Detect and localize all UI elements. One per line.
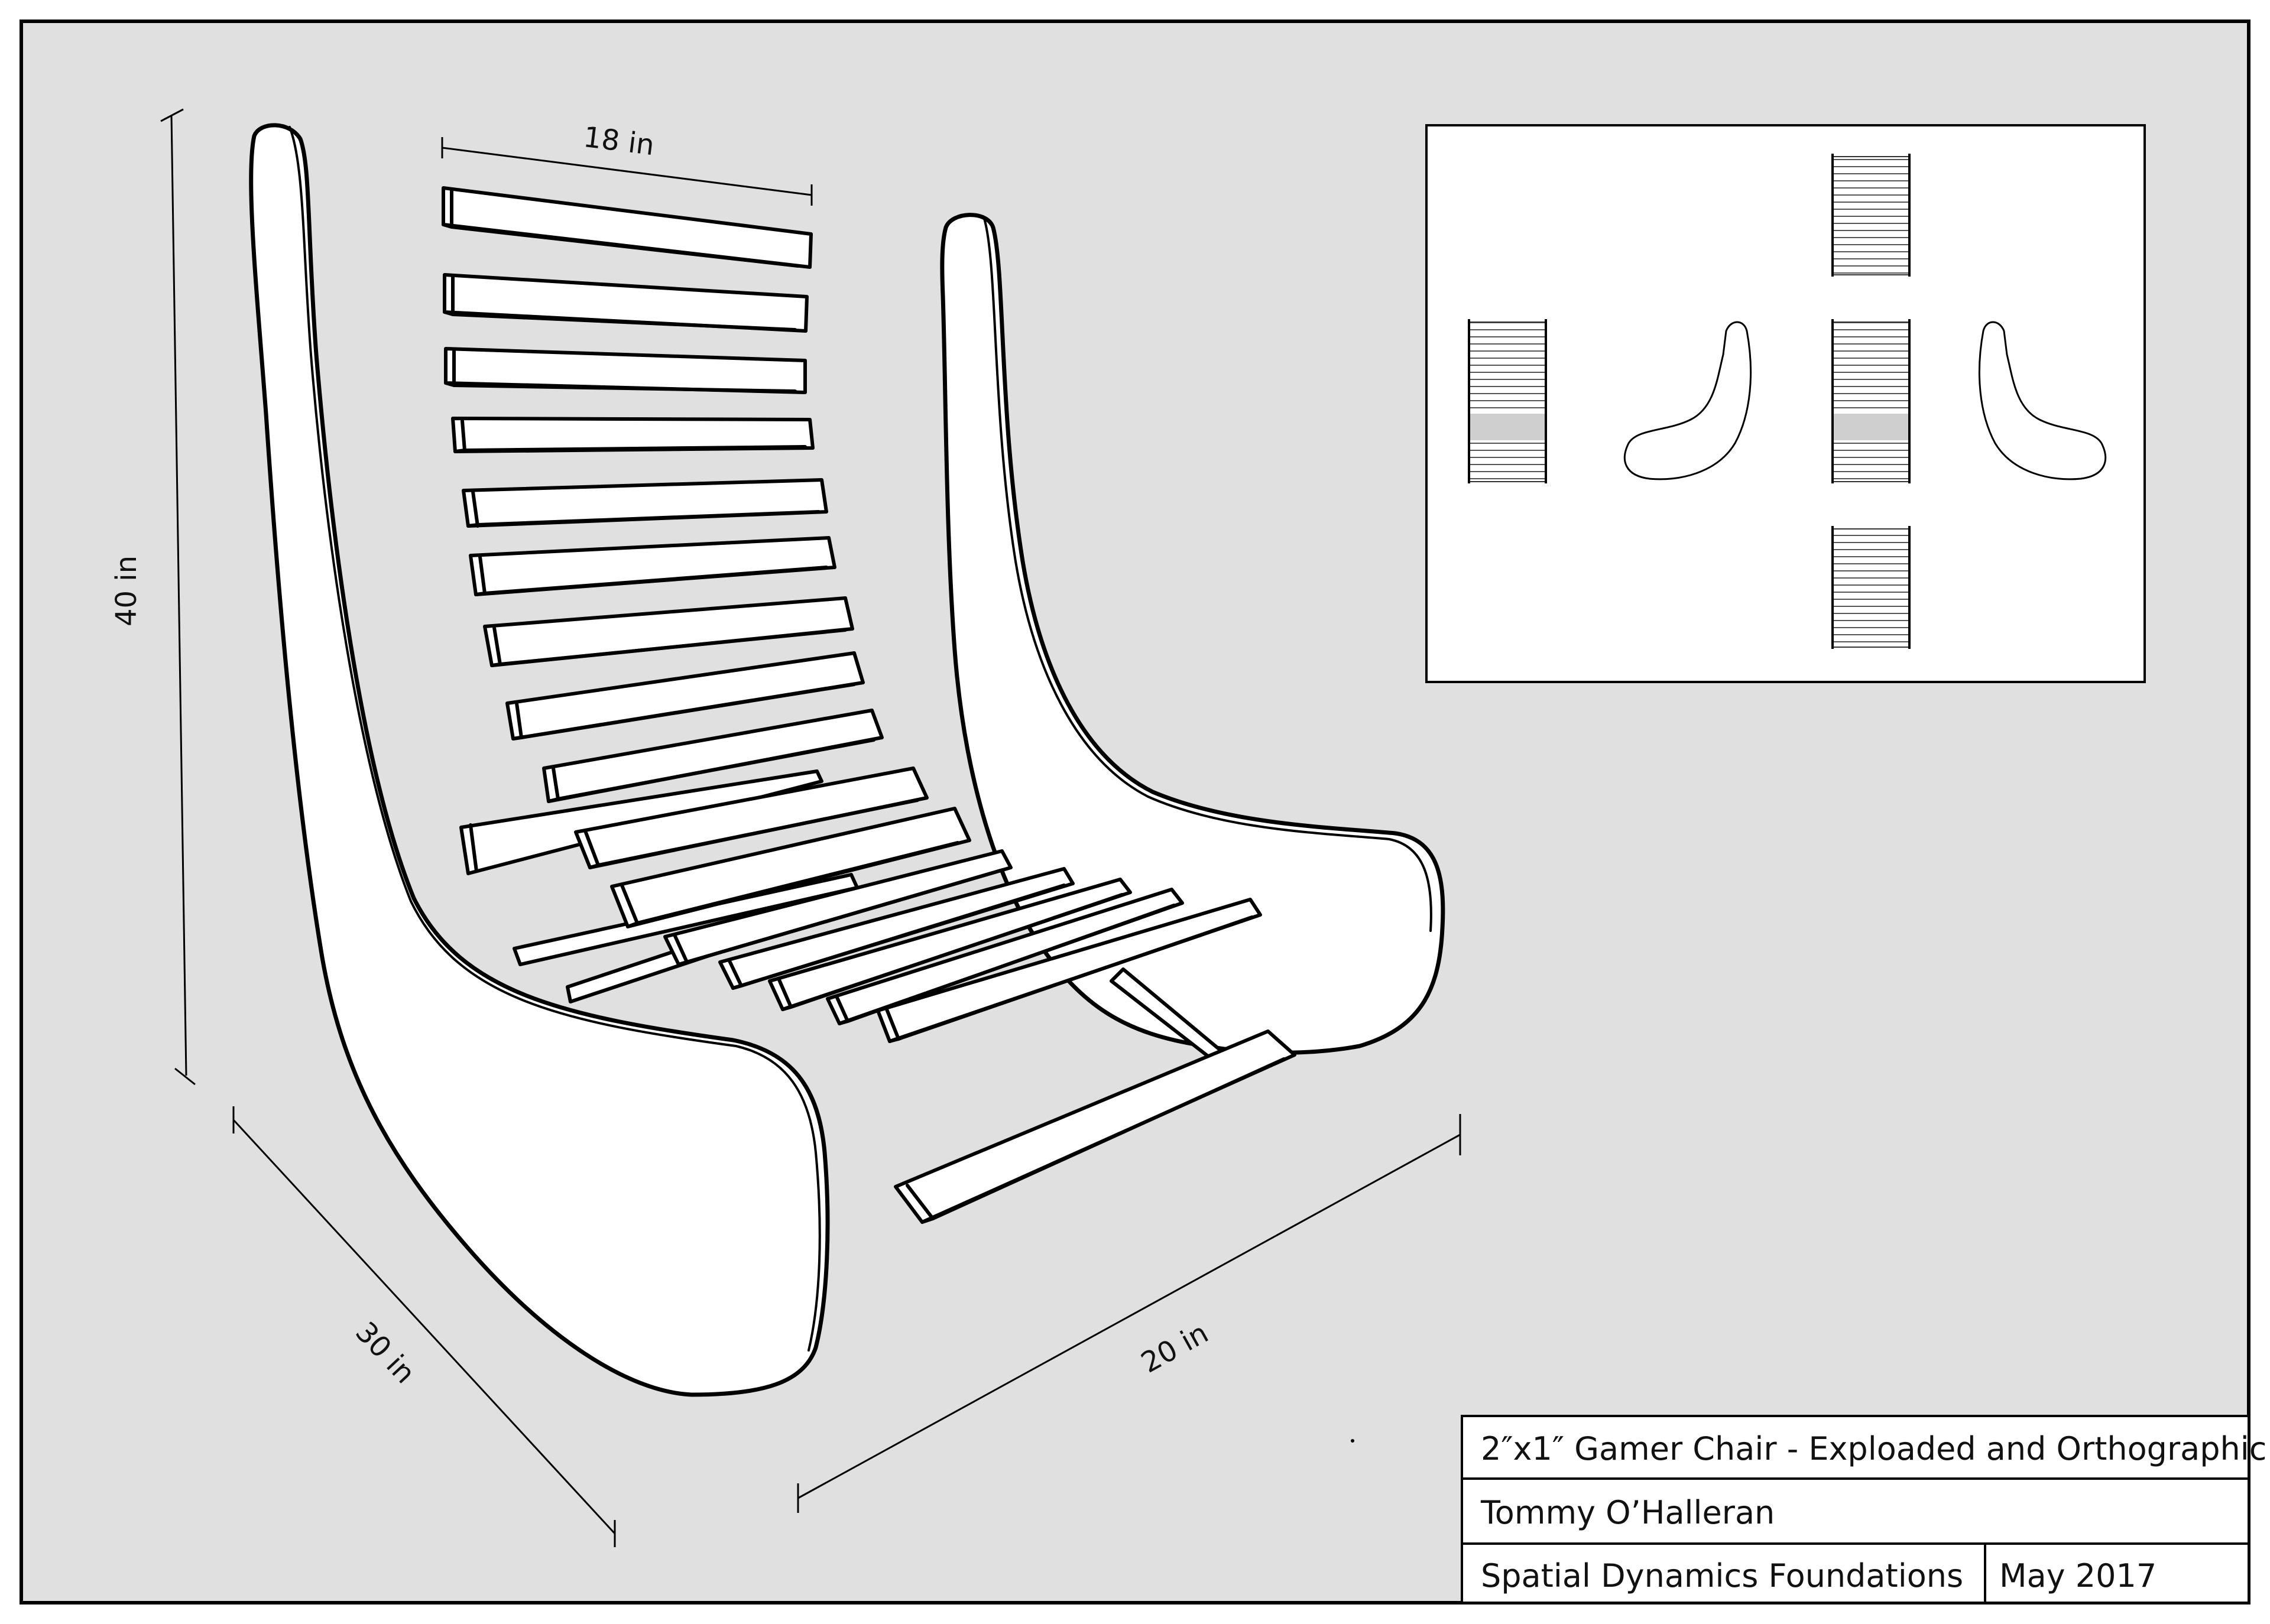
dimension-height: 40 in [110, 108, 196, 1086]
title-block-author: Tommy O’Halleran [1480, 1494, 1775, 1531]
orthographic-inset [1425, 124, 2146, 683]
right-side-panel [940, 213, 1445, 1055]
ortho-left-view [1468, 319, 1547, 483]
seat-slats [610, 807, 1262, 1043]
title-block-date: May 2017 [1999, 1557, 2156, 1594]
ortho-bottom-view [1831, 526, 1911, 649]
ortho-front-view [1831, 319, 1911, 483]
ortho-profile-left [1623, 321, 1752, 480]
ortho-top-view [1831, 154, 1911, 277]
dimension-height-label: 40 in [110, 556, 143, 626]
back-slats [442, 186, 929, 875]
title-block-title: 2″x1″ Gamer Chair - Exploaded and Orthog… [1481, 1430, 2266, 1467]
title-block: 2″x1″ Gamer Chair - Exploaded and Orthog… [1461, 1415, 2266, 1604]
ortho-profile-right [1978, 321, 2107, 480]
front-foot-rail [894, 1029, 1296, 1224]
left-side-panel [249, 123, 830, 1397]
exploded-chair-view [249, 123, 1445, 1397]
title-block-course: Spatial Dynamics Foundations [1481, 1557, 1963, 1594]
